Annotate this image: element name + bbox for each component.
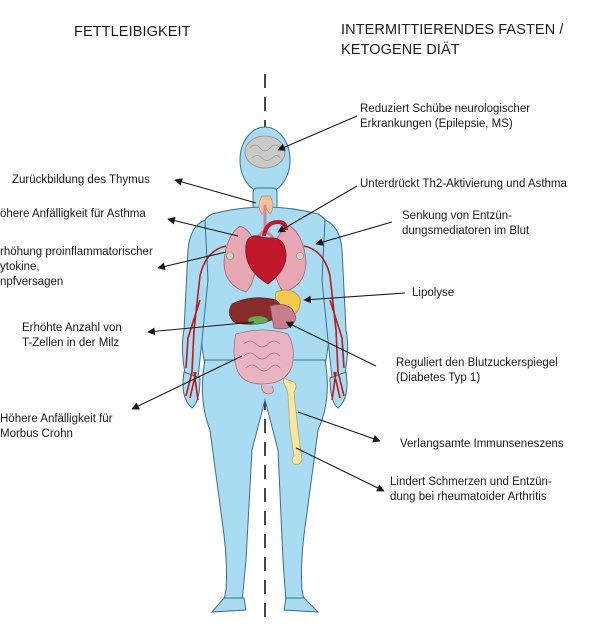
left-lymph-node	[226, 252, 234, 260]
label-immunosenescence: Verlangsamte Immunseneszens	[400, 438, 564, 450]
arrow-thymus	[174, 178, 257, 204]
arrow-immunosenescence	[297, 411, 381, 443]
label-neurological: Reduziert Schübe neurologischer Erkranku…	[360, 103, 531, 130]
arrow-blood-sugar	[285, 321, 377, 367]
heading-fasting-line2: KETOGENE DIÄT	[341, 42, 460, 58]
heading-obesity: FETTLEIBIGKEIT	[74, 24, 191, 40]
left-arm-vessels	[185, 245, 227, 401]
right-arm-vessels	[303, 245, 345, 401]
label-blood-sugar: Reguliert den Blutzuckerspiegel (Diabete…	[396, 357, 558, 384]
arrow-th2	[277, 185, 358, 233]
label-cytokines: rhöhung proinflammatorischer ytokine, np…	[0, 246, 153, 288]
right-lymph-node	[296, 252, 304, 260]
label-spleen-tcells: Erhöhte Anzahl von T-Zellen in der Milz	[22, 322, 122, 349]
arrow-asthma-risk	[167, 216, 239, 237]
label-th2: Unterdrückt Th2-Aktivierung und Asthma	[360, 178, 567, 190]
right-arrows	[277, 115, 406, 492]
label-inflammation-mediators: Senkung von Entzün- dungsmediatoren im B…	[402, 210, 530, 237]
brain-folds	[249, 144, 281, 161]
label-thymus: Zurückbildung des Thymus	[12, 174, 150, 186]
label-asthma-risk: öhere Anfälligkeit für Asthma	[0, 208, 146, 220]
arrow-lipolysis	[303, 292, 406, 304]
femur-bone	[283, 378, 303, 465]
heading-fasting-line1: INTERMITTIERENDES FASTEN /	[341, 22, 564, 38]
label-arthritis: Lindert Schmerzen und Entzün- dung bei r…	[390, 476, 552, 503]
brain	[244, 135, 286, 169]
left-arrows	[131, 178, 257, 410]
arrow-arthritis	[295, 447, 385, 492]
arrow-crohn	[131, 355, 243, 410]
arrow-cytokines	[157, 251, 227, 271]
colon-end	[261, 383, 274, 395]
heart	[245, 235, 287, 285]
arrow-inflammation-mediators	[315, 221, 393, 246]
arrow-spleen-tcells	[147, 321, 255, 336]
arrow-neurological	[277, 115, 358, 151]
intestines	[233, 329, 294, 385]
label-lipolysis: Lipolyse	[412, 287, 455, 299]
label-crohn: Höhere Anfälligkeit für Morbus Crohn	[0, 413, 113, 440]
intestine-folds	[243, 340, 281, 372]
